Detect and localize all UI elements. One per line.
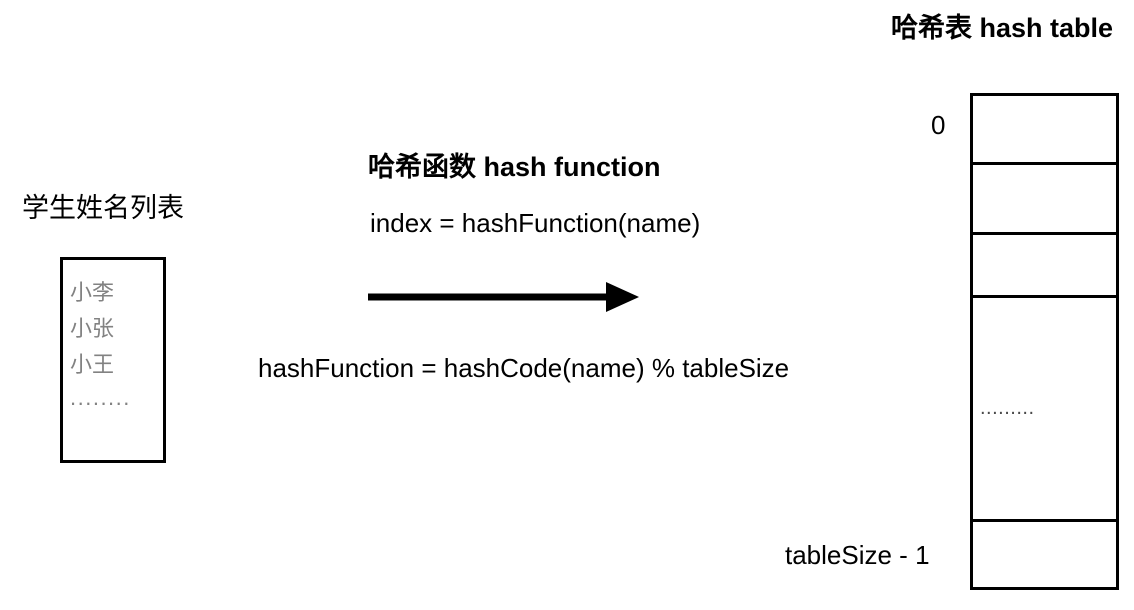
student-list-label: 学生姓名列表 <box>22 193 184 223</box>
table-cell <box>973 522 1116 587</box>
hash-table-box: ......... <box>970 93 1119 590</box>
index-formula: index = hashFunction(name) <box>370 208 701 238</box>
table-cell <box>973 165 1116 235</box>
index-zero-label: 0 <box>931 110 946 140</box>
table-cell <box>973 235 1116 298</box>
table-cell <box>973 96 1116 165</box>
student-list-box: 小李 小张 小王 ........ <box>60 257 166 463</box>
student-list-ellipsis: ........ <box>70 385 131 410</box>
diagram-title: 哈希表 hash table <box>891 13 1114 43</box>
student-name: 小李 <box>70 280 115 305</box>
student-name: 小张 <box>70 316 115 341</box>
table-cell: ......... <box>973 298 1116 522</box>
hash-function-heading: 哈希函数 hash function <box>368 152 661 182</box>
hash-function-definition-formula: hashFunction = hashCode(name) % tableSiz… <box>258 353 790 383</box>
index-last-label: tableSize - 1 <box>785 540 930 570</box>
student-name: 小王 <box>70 352 115 377</box>
arrow-right-icon <box>365 280 641 314</box>
table-cell-ellipsis: ......... <box>980 397 1035 419</box>
